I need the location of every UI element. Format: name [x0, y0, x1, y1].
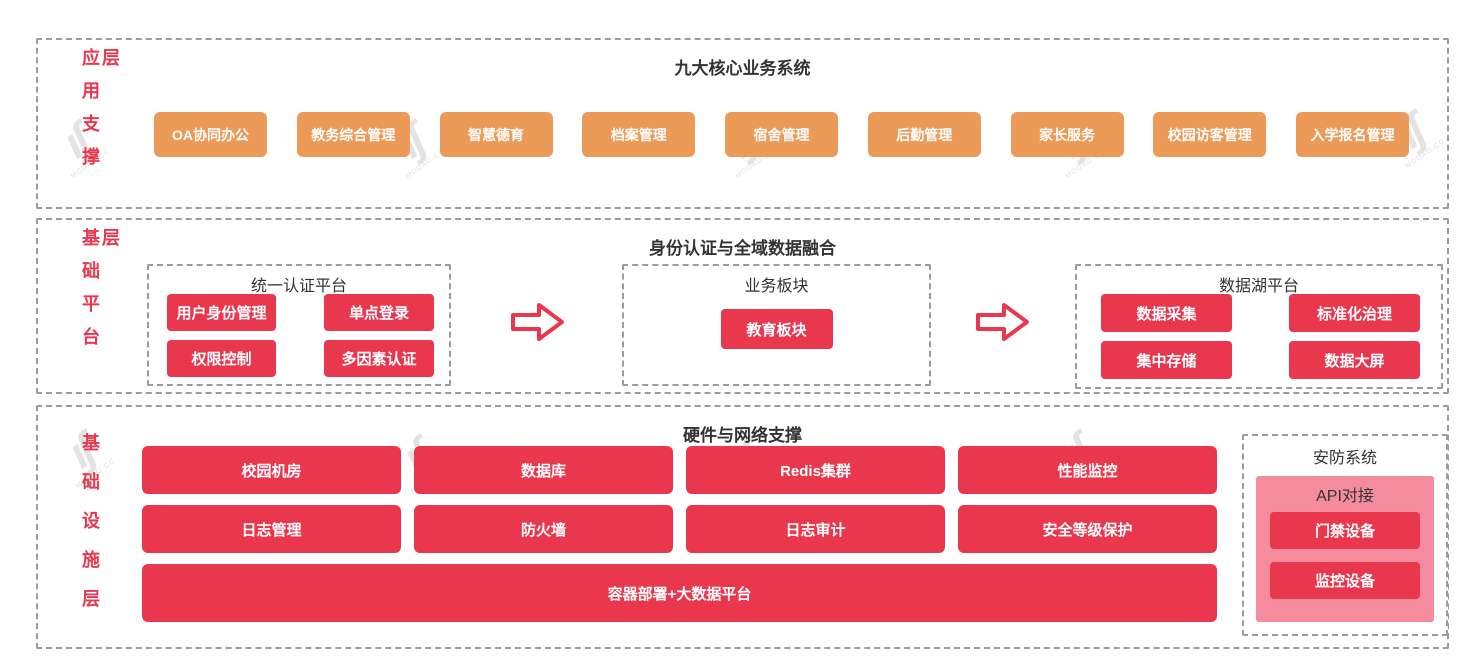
lake-buttons-grid: 数据采集 标准化治理 集中存储 数据大屏: [1101, 294, 1420, 379]
auth-buttons-grid: 用户身份管理 单点登录 权限控制 多因素认证: [167, 294, 434, 377]
infra-box-performance-monitoring: 性能监控: [958, 446, 1217, 494]
infra-box-database: 数据库: [414, 446, 673, 494]
layer-basic-platform: 基础平台层 身份认证与全域数据融合 统一认证平台 用户身份管理 单点登录 权限控…: [36, 218, 1449, 394]
app-box-dormitory: 宿舍管理: [725, 112, 838, 157]
group-security-system: 安防系统 API对接 门禁设备 监控设备: [1242, 434, 1448, 636]
auth-box-mfa: 多因素认证: [324, 340, 434, 377]
infra-box-firewall: 防火墙: [414, 505, 673, 553]
layer-title-hardware-network: 硬件与网络支撑: [683, 426, 802, 445]
app-box-campus-visitor: 校园访客管理: [1153, 112, 1267, 157]
group-title-data-lake: 数据湖平台: [1218, 278, 1299, 295]
app-box-academic-affairs: 教务综合管理: [296, 112, 410, 157]
auth-box-permission-control: 权限控制: [167, 340, 276, 377]
layer-label-application-support: 应用支撑层: [80, 48, 120, 180]
right-arrow-icon: [976, 303, 1029, 341]
app-box-logistics: 后勤管理: [867, 112, 981, 157]
app-box-parent-service: 家长服务: [1010, 112, 1124, 157]
auth-box-sso: 单点登录: [324, 294, 434, 331]
layer-title-identity-data-fusion: 身份认证与全域数据融合: [649, 239, 836, 258]
app-box-oa: OA协同办公: [154, 112, 267, 157]
layer-title-nine-core-systems: 九大核心业务系统: [674, 59, 811, 78]
infra-box-security-level-protection: 安全等级保护: [958, 505, 1217, 553]
infra-box-log-audit: 日志审计: [686, 505, 945, 553]
lake-box-standardized-governance: 标准化治理: [1289, 294, 1420, 332]
lake-box-data-collection: 数据采集: [1101, 294, 1232, 332]
auth-box-identity-management: 用户身份管理: [167, 294, 276, 331]
layer-label-basic-platform: 基础平台层: [80, 228, 120, 360]
security-buttons: 门禁设备 监控设备: [1270, 512, 1420, 599]
api-integration-panel: API对接 门禁设备 监控设备: [1256, 476, 1434, 622]
biz-box-education-sector: 教育板块: [720, 309, 833, 349]
group-business-sector: 业务板块 教育板块: [622, 264, 931, 386]
security-system-title: 安防系统: [1312, 450, 1377, 467]
layer-application-support: 应用支撑层 九大核心业务系统 OA协同办公 教务综合管理 智慧德育 档案管理 宿…: [36, 38, 1449, 209]
group-data-lake-platform: 数据湖平台 数据采集 标准化治理 集中存储 数据大屏: [1075, 264, 1443, 389]
infra-box-redis-cluster: Redis集群: [686, 446, 945, 494]
security-box-monitoring-devices: 监控设备: [1270, 562, 1420, 599]
app-box-enrollment: 入学报名管理: [1296, 112, 1409, 157]
infra-box-log-management: 日志管理: [142, 505, 401, 553]
security-box-access-control-devices: 门禁设备: [1270, 512, 1420, 549]
layer-label-infrastructure: 基础设施层: [80, 433, 100, 628]
app-box-archives: 档案管理: [582, 112, 696, 157]
lake-box-centralized-storage: 集中存储: [1101, 341, 1232, 379]
lake-box-data-dashboard: 数据大屏: [1289, 341, 1420, 379]
group-unified-auth-platform: 统一认证平台 用户身份管理 单点登录 权限控制 多因素认证: [147, 264, 451, 386]
layer-infrastructure: 基础设施层 硬件与网络支撑 校园机房 数据库 Redis集群 性能监控 日志管理…: [36, 405, 1449, 649]
group-title-unified-auth: 统一认证平台: [250, 278, 347, 295]
api-integration-title: API对接: [1316, 488, 1374, 505]
infra-grid: 校园机房 数据库 Redis集群 性能监控 日志管理 防火墙 日志审计 安全等级…: [142, 446, 1217, 553]
app-box-moral-education: 智慧德育: [439, 112, 553, 157]
group-title-business-sector: 业务板块: [744, 278, 809, 295]
app-systems-row: OA协同办公 教务综合管理 智慧德育 档案管理 宿舍管理 后勤管理 家长服务 校…: [154, 112, 1409, 157]
infra-box-campus-server-room: 校园机房: [142, 446, 401, 494]
right-arrow-icon: [511, 303, 564, 341]
infra-box-container-bigdata-platform: 容器部署+大数据平台: [142, 564, 1217, 622]
